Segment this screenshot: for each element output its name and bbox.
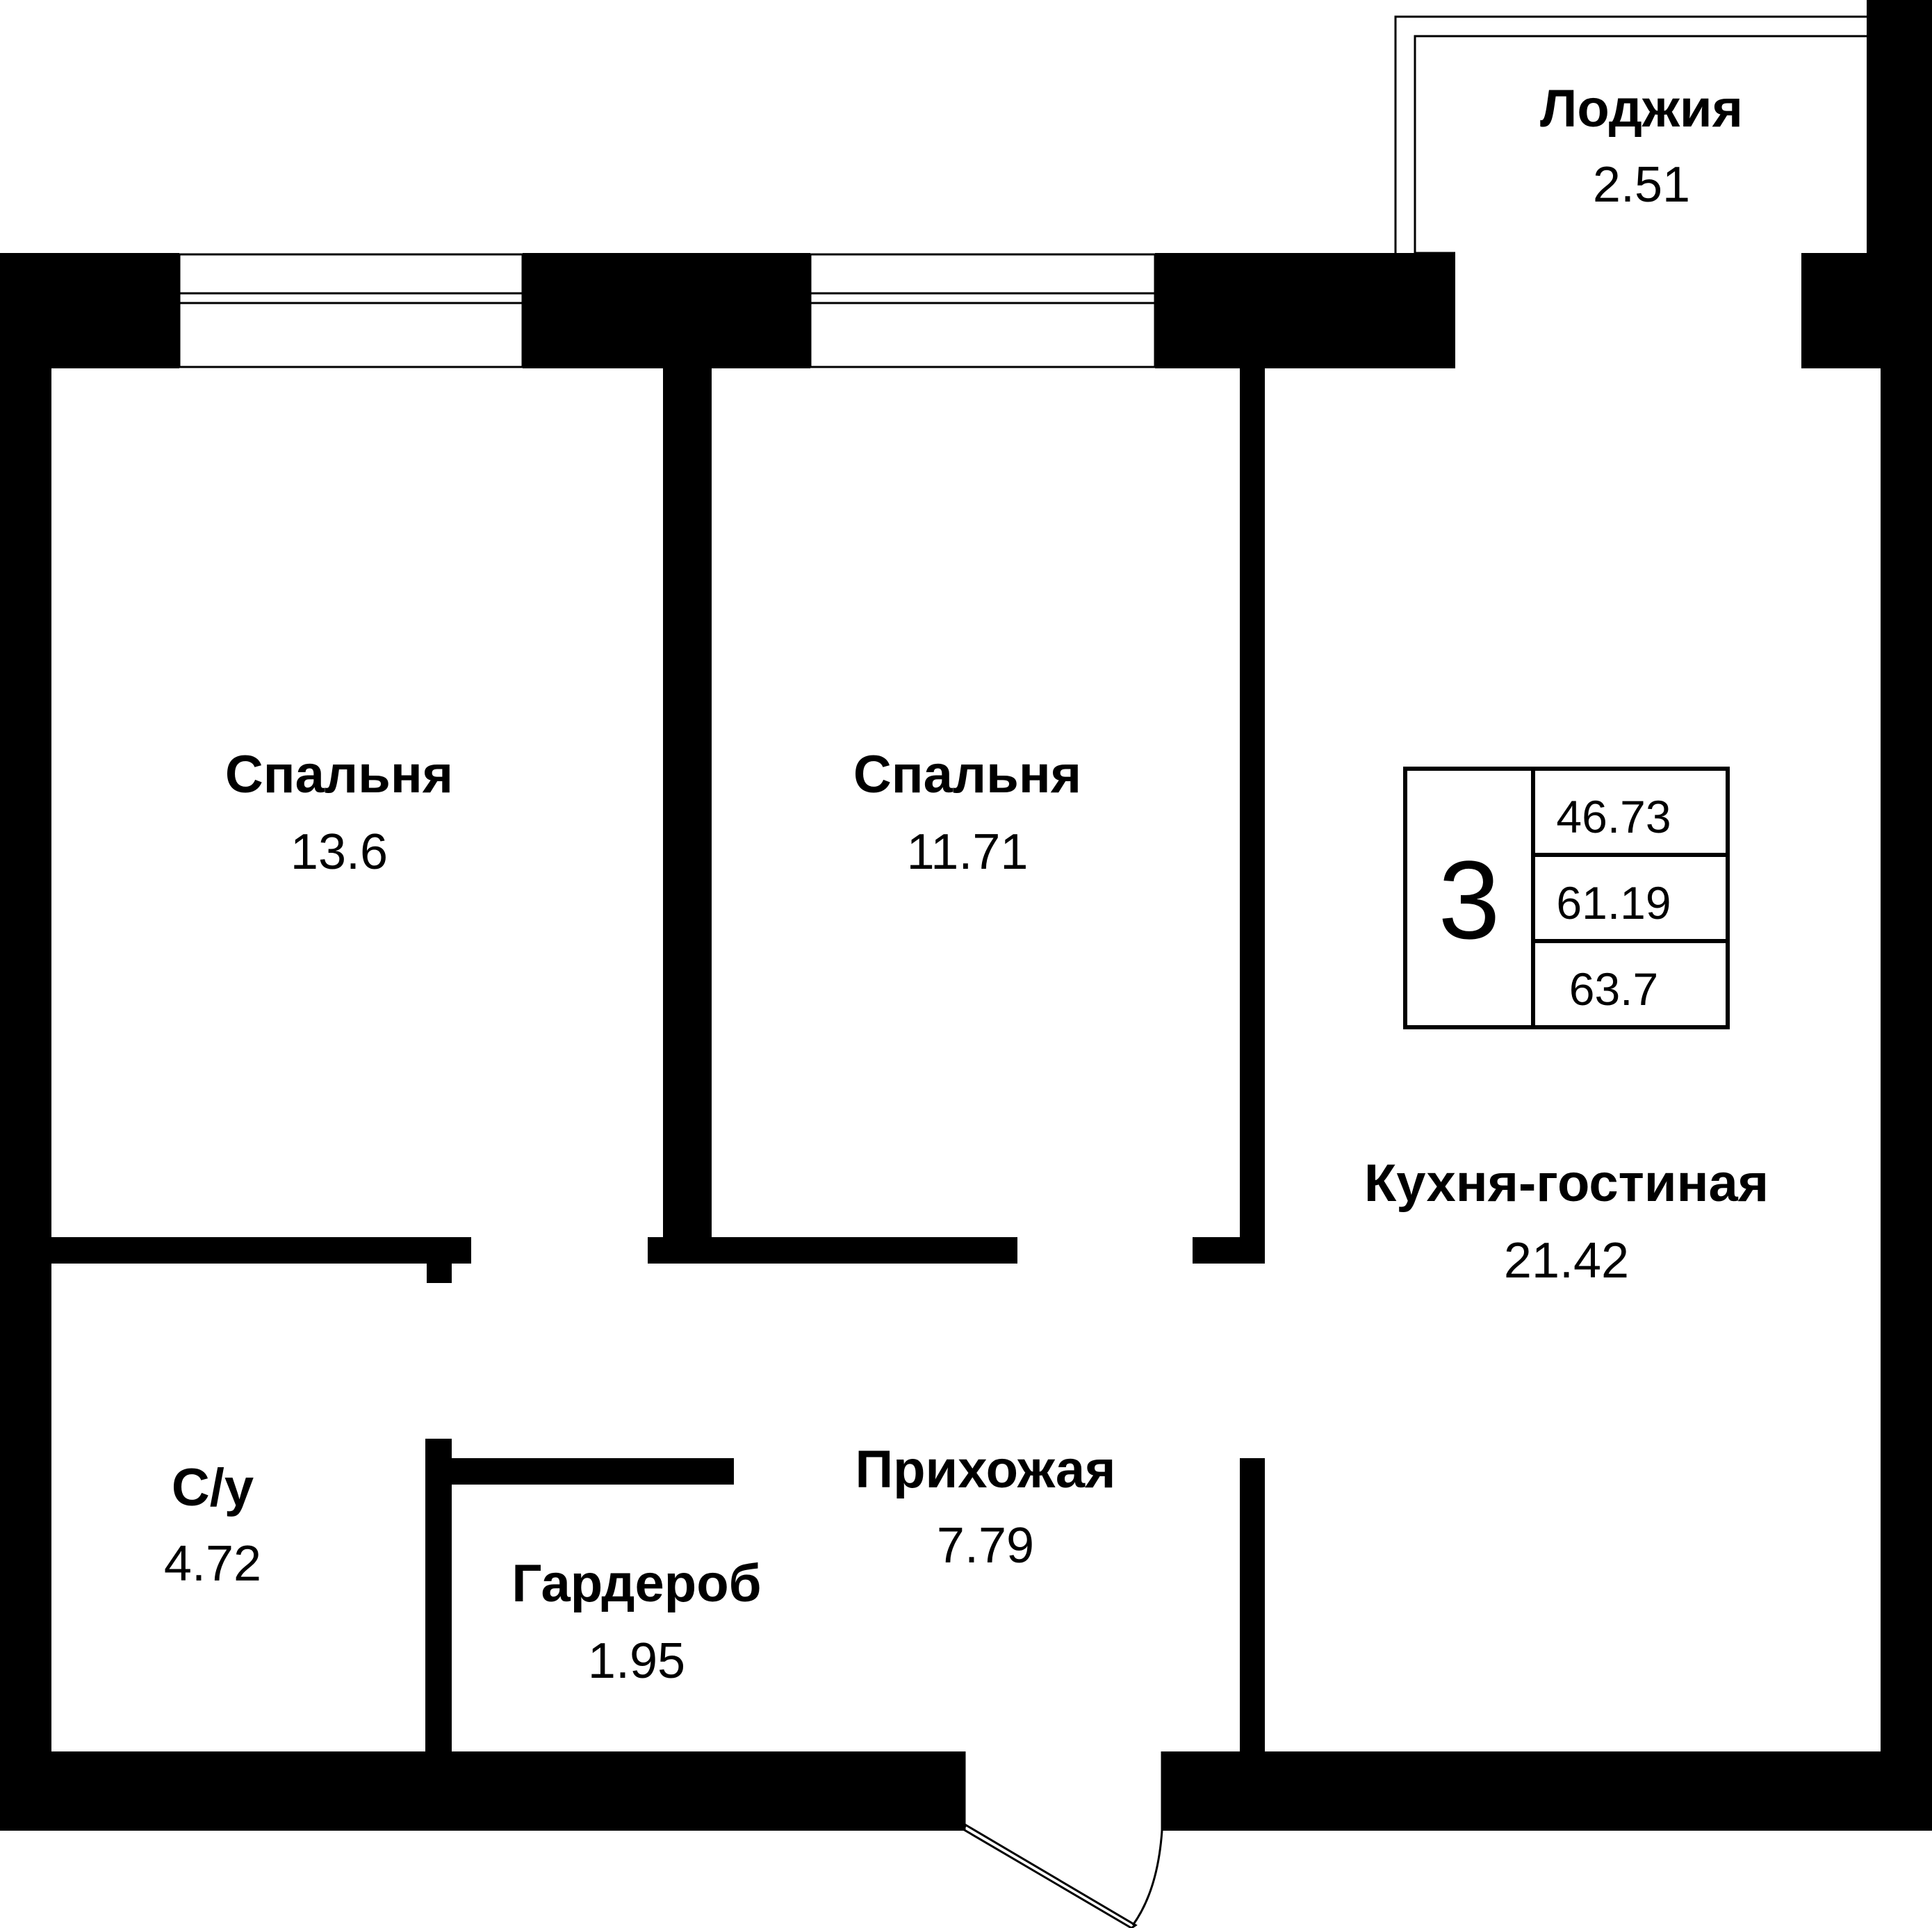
window-bedroom1 — [178, 253, 524, 368]
room-labels: Лоджия 2.51 Спальня 13.6 Спальня 11.71 К… — [164, 79, 1769, 1689]
outer-walls — [0, 0, 1932, 1831]
wall-top-right — [1155, 253, 1455, 368]
wall-bottom-left — [0, 1751, 965, 1831]
wall-bedroom1-door-stub — [427, 1237, 452, 1283]
kitchen-living-name: Кухня-гостиная — [1364, 1154, 1769, 1213]
wall-top-middle — [523, 253, 810, 368]
bathroom-name: С/у — [172, 1458, 254, 1517]
bedroom2-name: Спальня — [853, 745, 1081, 804]
bedroom1-name: Спальня — [225, 745, 453, 804]
window-bedroom2 — [809, 253, 1156, 368]
door-leaf — [961, 1823, 1138, 1928]
wardrobe-area: 1.95 — [588, 1633, 685, 1689]
wall-loggia-right — [1867, 0, 1932, 278]
wall-right — [1881, 253, 1932, 1831]
total-area: 61.19 — [1556, 877, 1671, 929]
area-summary-badge: 3 46.73 61.19 63.7 — [1403, 767, 1730, 1029]
kitchen-living-area: 21.42 — [1504, 1233, 1629, 1289]
bedroom2-area: 11.71 — [907, 824, 1029, 880]
hallway-name: Прихожая — [856, 1440, 1116, 1499]
wall-bedroom2-kitchen — [1240, 368, 1265, 1264]
loggia-name: Лоджия — [1540, 79, 1743, 138]
loggia-area: 2.51 — [1593, 157, 1690, 213]
wall-bottom-right — [1162, 1751, 1932, 1831]
wall-left — [0, 253, 51, 1831]
windows — [178, 253, 1156, 368]
wall-kitchen-stub — [1193, 1237, 1265, 1264]
wall-bedrooms-partition — [663, 368, 712, 1252]
room-count: 3 — [1439, 838, 1500, 962]
living-area: 46.73 — [1556, 791, 1671, 842]
wall-wardrobe-top — [452, 1458, 734, 1485]
total-with-loggia: 63.7 — [1569, 963, 1658, 1015]
wall-hallway-kitchen — [1240, 1458, 1265, 1751]
wall-bathroom-right — [425, 1439, 452, 1751]
entrance-door — [961, 1751, 1163, 1928]
wall-bedroom1-bottom — [51, 1237, 471, 1264]
bathroom-area: 4.72 — [164, 1536, 261, 1592]
bedroom1-area: 13.6 — [290, 824, 388, 880]
hallway-area: 7.79 — [937, 1518, 1034, 1574]
wall-bedroom2-bottom — [648, 1237, 1017, 1264]
loggia-outline — [1394, 15, 1867, 254]
wardrobe-name: Гардероб — [511, 1554, 761, 1613]
door-swing-arc — [1131, 1830, 1163, 1926]
interior-walls — [51, 368, 1265, 1751]
